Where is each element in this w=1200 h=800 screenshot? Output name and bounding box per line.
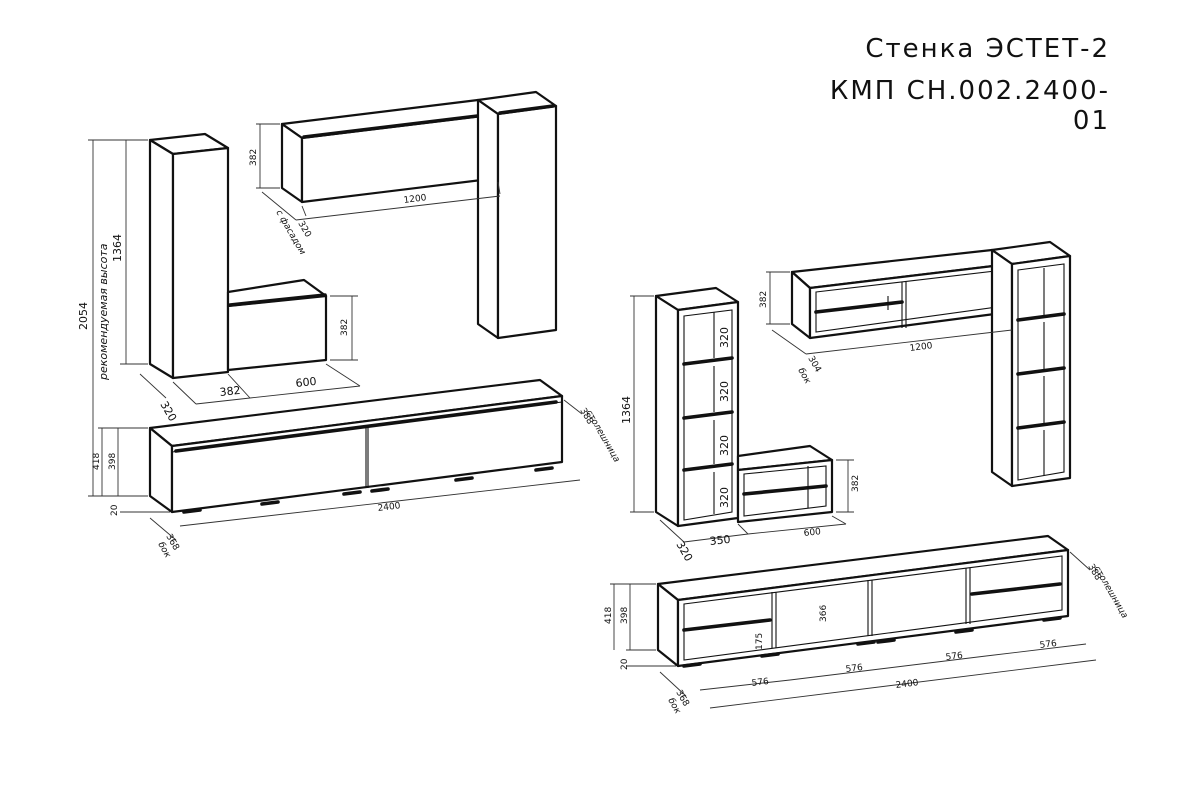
right-tall-height: 1364 bbox=[620, 396, 633, 424]
right-tv-width: 2400 bbox=[895, 678, 919, 691]
right-shelf-4: 320 bbox=[718, 487, 731, 508]
right-tv-top-note: столешница bbox=[1091, 565, 1129, 621]
left-tv-unit bbox=[148, 378, 564, 514]
right-tv-inner-h2: 366 bbox=[819, 605, 829, 622]
right-wall-width: 1200 bbox=[909, 341, 933, 354]
right-low-width: 600 bbox=[803, 527, 821, 539]
left-tv-top-note: столешница bbox=[583, 409, 621, 465]
left-tv-height-body: 398 bbox=[108, 453, 118, 470]
left-tall-height: 1364 bbox=[111, 234, 124, 262]
right-seg-2: 576 bbox=[845, 663, 864, 675]
right-tv-leg: 20 bbox=[620, 658, 630, 670]
left-total-height: 2054 bbox=[77, 302, 90, 330]
right-low-box bbox=[736, 444, 834, 524]
right-wall-shelf bbox=[790, 248, 1012, 340]
left-tv-width: 2400 bbox=[377, 501, 401, 514]
drawing-code: КМП СН.002.2400-01 bbox=[829, 76, 1110, 136]
right-set: 1364 320 320 320 320 320 350 600 382 382… bbox=[604, 240, 1129, 716]
left-recommended-label: рекомендуемая высота bbox=[97, 243, 110, 381]
right-tall-column bbox=[654, 286, 740, 528]
right-right-column bbox=[990, 240, 1072, 488]
right-tv-inner-h1: 175 bbox=[755, 633, 765, 650]
left-low-width: 600 bbox=[295, 375, 317, 390]
right-wall-height: 382 bbox=[759, 291, 769, 308]
right-low-height: 382 bbox=[851, 475, 861, 492]
left-low-box bbox=[226, 278, 328, 372]
right-gap: 350 bbox=[709, 533, 731, 548]
right-tv-unit bbox=[656, 534, 1070, 668]
right-dim-labels: 1364 320 320 320 320 320 350 600 382 382… bbox=[604, 291, 1129, 716]
right-wall-depth-note: бок bbox=[795, 367, 812, 387]
drawing-title: Стенка ЭСТЕТ-2 bbox=[865, 34, 1110, 64]
right-shelf-1: 320 bbox=[718, 327, 731, 348]
left-tv-leg: 20 bbox=[110, 504, 120, 516]
left-right-column bbox=[476, 90, 558, 340]
left-set: 2054 рекомендуемая высота 1364 320 382 6… bbox=[77, 90, 621, 560]
left-dimensions bbox=[88, 123, 583, 541]
left-wall-height: 382 bbox=[249, 149, 259, 166]
right-seg-3: 576 bbox=[945, 651, 964, 663]
right-seg-1: 576 bbox=[751, 677, 770, 689]
right-dimensions bbox=[610, 271, 1097, 709]
right-tall-depth: 320 bbox=[673, 539, 695, 564]
right-tv-height-body: 398 bbox=[620, 607, 630, 624]
right-seg-4: 576 bbox=[1039, 639, 1058, 651]
right-shelf-2: 320 bbox=[718, 381, 731, 402]
left-wall-cabinet bbox=[280, 98, 500, 204]
left-wall-width: 1200 bbox=[403, 193, 427, 206]
left-tall-column bbox=[148, 132, 230, 380]
left-tall-depth: 320 bbox=[157, 399, 179, 424]
left-low-gap: 382 bbox=[219, 384, 241, 399]
left-tv-height-total: 418 bbox=[92, 453, 102, 470]
right-tv-height-total: 418 bbox=[604, 607, 614, 624]
right-shelf-3: 320 bbox=[718, 435, 731, 456]
left-low-height: 382 bbox=[340, 319, 350, 336]
